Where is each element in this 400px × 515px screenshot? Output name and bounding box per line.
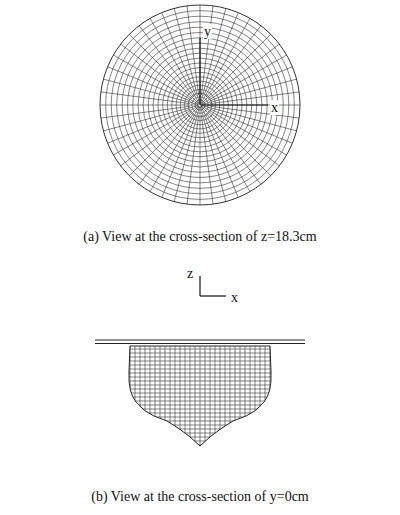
mesh-spoke	[209, 67, 292, 101]
mesh-column	[225, 346, 226, 450]
polar-mesh	[100, 5, 300, 205]
mesh-spoke	[201, 34, 270, 103]
mesh-spoke	[150, 18, 199, 103]
mesh-spoke	[174, 8, 199, 103]
mesh-spoke	[208, 44, 279, 99]
mesh-spoke	[201, 8, 226, 103]
mesh-spoke	[209, 109, 292, 143]
side-mesh	[120, 346, 280, 450]
mesh-column	[165, 346, 166, 450]
mesh-column	[190, 346, 191, 450]
mesh-spoke	[208, 111, 279, 166]
axis-label: z	[186, 266, 194, 281]
mesh-spoke	[201, 6, 213, 95]
mesh-spoke	[103, 79, 198, 104]
mesh-spoke	[100, 105, 198, 106]
mesh-column	[265, 346, 266, 450]
mesh-spoke	[201, 115, 213, 204]
mesh-spoke	[206, 26, 261, 97]
mesh-spoke	[202, 55, 287, 104]
mesh-spoke	[210, 92, 299, 104]
axis-label: y	[203, 24, 212, 39]
axes-b	[200, 276, 226, 296]
mesh-spoke	[187, 115, 199, 204]
mesh-column	[205, 346, 206, 450]
mesh-spoke	[206, 113, 261, 184]
plate	[95, 340, 305, 344]
mesh-spoke	[129, 106, 198, 175]
mesh-spoke	[202, 106, 297, 131]
mesh-spoke	[101, 92, 190, 104]
mesh-column	[150, 346, 151, 450]
mesh-column	[235, 346, 236, 450]
mesh-column	[250, 346, 251, 450]
mesh-column	[215, 346, 216, 450]
mesh-spoke	[162, 114, 196, 197]
mesh-column	[230, 346, 231, 450]
mesh-ring	[100, 5, 300, 205]
mesh-column	[220, 346, 221, 450]
axis-label: x	[230, 290, 239, 305]
mesh-spoke	[200, 107, 201, 205]
mesh-column	[200, 346, 201, 450]
mesh-column	[185, 346, 186, 450]
mesh-column	[260, 346, 261, 450]
mesh-column	[210, 346, 211, 450]
axes-a	[200, 38, 268, 105]
mesh-column	[255, 346, 256, 450]
mesh-spoke	[174, 107, 199, 202]
mesh-spoke	[101, 106, 190, 118]
mesh-column	[145, 346, 146, 450]
mesh-row	[120, 449, 280, 450]
mesh-spoke	[201, 107, 226, 202]
mesh-column	[240, 346, 241, 450]
mesh-spoke	[201, 107, 250, 192]
mesh-column	[155, 346, 156, 450]
mesh-column	[160, 346, 161, 450]
mesh-spoke	[113, 106, 198, 155]
mesh-column	[245, 346, 246, 450]
mesh-spoke	[204, 13, 238, 96]
mesh-spoke	[204, 114, 238, 197]
mesh-spoke	[162, 13, 196, 96]
mesh-spoke	[121, 111, 192, 166]
mesh-spoke	[139, 26, 194, 97]
mesh-spoke	[103, 106, 198, 131]
mesh-column	[175, 346, 176, 450]
mesh-spoke	[108, 109, 191, 143]
side-outline	[129, 346, 271, 446]
mesh-spoke	[121, 44, 192, 99]
mesh-spoke	[139, 113, 194, 184]
axis-label: x	[270, 100, 279, 115]
mesh-spoke	[202, 79, 297, 104]
mesh-spoke	[210, 106, 299, 118]
mesh-spoke	[129, 34, 198, 103]
mesh-spoke	[201, 106, 270, 175]
caption: (a) View at the cross-section of z=18.3c…	[83, 229, 316, 244]
mesh-column	[195, 346, 196, 450]
caption: (b) View at the cross-section of y=0cm	[91, 489, 309, 504]
mesh-column	[135, 346, 136, 450]
mesh-column	[170, 346, 171, 450]
mesh-spoke	[108, 67, 191, 101]
mesh-column	[180, 346, 181, 450]
mesh-spoke	[187, 6, 199, 95]
mesh-column	[140, 346, 141, 450]
